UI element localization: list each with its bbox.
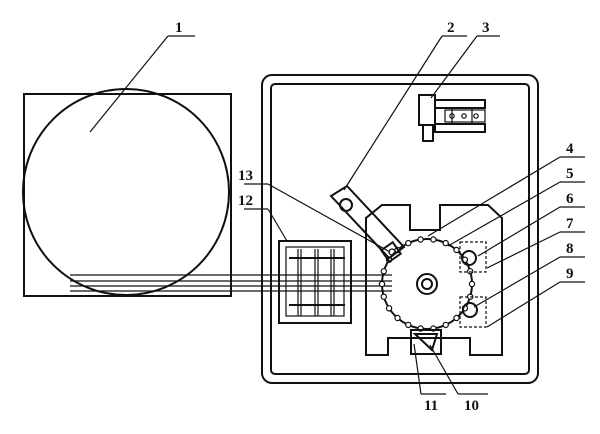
wheel-notch — [467, 268, 474, 275]
part-3-motor-bracket — [418, 94, 486, 142]
wheel-notch — [380, 293, 387, 300]
label-1: 1 — [175, 20, 183, 36]
label-9: 9 — [566, 266, 574, 282]
wheel-notch — [394, 314, 401, 322]
wheel-notch — [453, 246, 460, 254]
part-1-reel — [22, 88, 232, 297]
part-2-swing-arm — [329, 184, 406, 264]
mounting-plate — [365, 204, 503, 356]
label-5: 5 — [566, 166, 574, 182]
wheel-notch — [430, 236, 437, 243]
wheel-notch — [405, 321, 412, 329]
label-11: 11 — [424, 398, 438, 414]
wheel-notch — [385, 305, 393, 312]
machine-frame — [261, 74, 539, 384]
wheel-notch — [405, 239, 412, 247]
wheel-notch — [417, 236, 424, 243]
wheel-notch — [468, 280, 476, 288]
label-13: 13 — [238, 168, 253, 184]
part-8-sensor — [459, 296, 487, 328]
wheel-notch — [380, 268, 387, 275]
part-6-sensor — [459, 241, 487, 273]
label-10: 10 — [464, 398, 479, 414]
part-11-collector — [410, 329, 442, 355]
wheel-notch — [442, 321, 449, 329]
part-12-guide-block — [278, 240, 352, 324]
label-6: 6 — [566, 191, 574, 207]
label-2: 2 — [447, 20, 455, 36]
wheel-notch — [378, 280, 386, 288]
wheel-notches — [378, 236, 476, 332]
feed-rails — [70, 274, 392, 292]
label-8: 8 — [566, 241, 574, 257]
reference-numerals: 1 2 3 4 5 6 7 8 9 10 11 12 13 — [175, 20, 574, 414]
label-12: 12 — [238, 193, 253, 209]
wheel-notch — [453, 314, 460, 322]
wheel-notch — [442, 239, 449, 247]
label-7: 7 — [566, 216, 574, 232]
leader-lines — [89, 35, 585, 395]
label-3: 3 — [482, 20, 490, 36]
label-4: 4 — [566, 141, 574, 157]
